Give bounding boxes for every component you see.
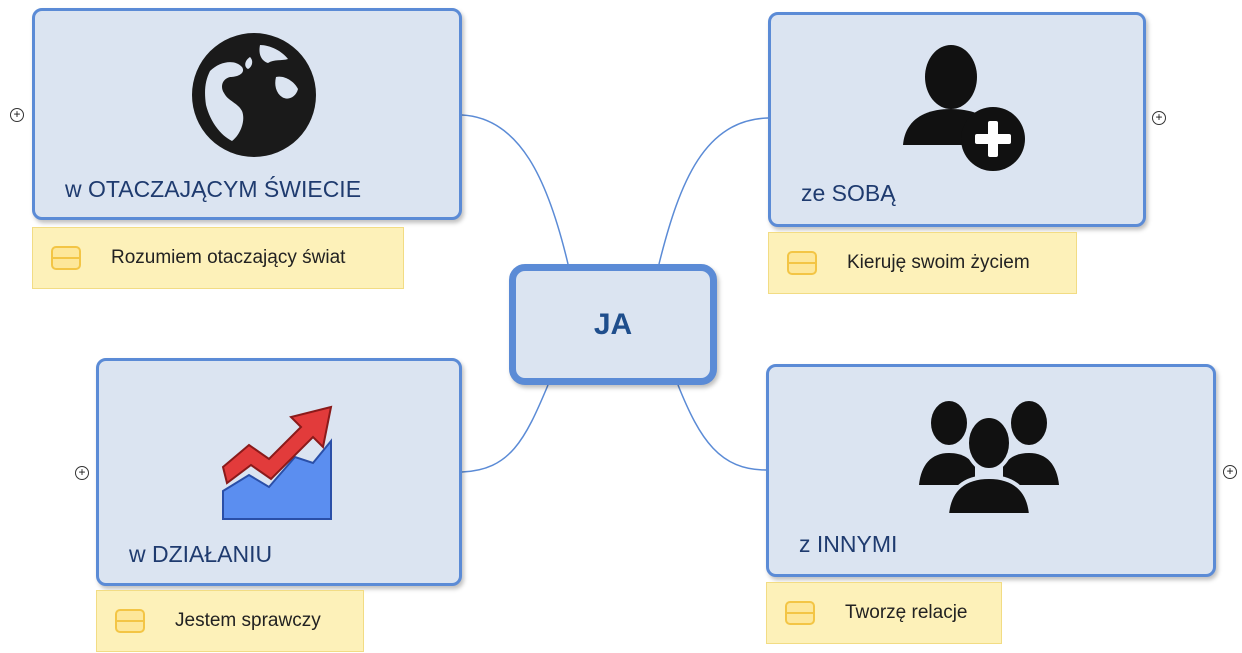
connector-self xyxy=(658,117,769,265)
note-icon xyxy=(787,251,817,275)
note-self[interactable]: Kieruję swoim życiem xyxy=(768,232,1077,294)
expand-world-button[interactable]: + xyxy=(10,108,24,122)
note-icon xyxy=(51,246,81,270)
topic-others-label: z INNYMI xyxy=(799,531,898,557)
expand-self-button[interactable]: + xyxy=(1152,111,1166,125)
user-group-icon xyxy=(919,401,1059,515)
globe-icon xyxy=(192,33,316,157)
topic-self[interactable]: ze SOBĄ xyxy=(768,12,1146,227)
note-others[interactable]: Tworzę relacje xyxy=(766,582,1002,644)
central-topic-label: JA xyxy=(593,307,633,341)
topic-self-label: ze SOBĄ xyxy=(801,180,896,206)
topic-world[interactable]: w OTACZAJĄCYM ŚWIECIE xyxy=(32,8,462,220)
note-action-text: Jestem sprawczy xyxy=(175,610,321,631)
note-world[interactable]: Rozumiem otaczający świat xyxy=(32,227,404,289)
connector-action xyxy=(461,384,549,473)
expand-action-button[interactable]: + xyxy=(75,466,89,480)
connector-others xyxy=(677,384,767,471)
note-icon xyxy=(785,601,815,625)
note-action[interactable]: Jestem sprawczy xyxy=(96,590,364,652)
topic-world-label: w OTACZAJĄCYM ŚWIECIE xyxy=(65,176,362,202)
note-icon xyxy=(115,609,145,633)
connector-world xyxy=(461,114,569,265)
central-topic[interactable]: JA xyxy=(509,264,717,385)
add-user-icon xyxy=(903,45,1025,171)
topic-action-label: w DZIAŁANIU xyxy=(129,541,273,567)
topic-others[interactable]: z INNYMI xyxy=(766,364,1216,577)
note-world-text: Rozumiem otaczający świat xyxy=(111,247,346,268)
topic-action[interactable]: w DZIAŁANIU xyxy=(96,358,462,586)
note-others-text: Tworzę relacje xyxy=(845,602,968,623)
note-self-text: Kieruję swoim życiem xyxy=(847,252,1030,273)
trend-up-chart-icon xyxy=(221,405,333,520)
expand-others-button[interactable]: + xyxy=(1223,465,1237,479)
